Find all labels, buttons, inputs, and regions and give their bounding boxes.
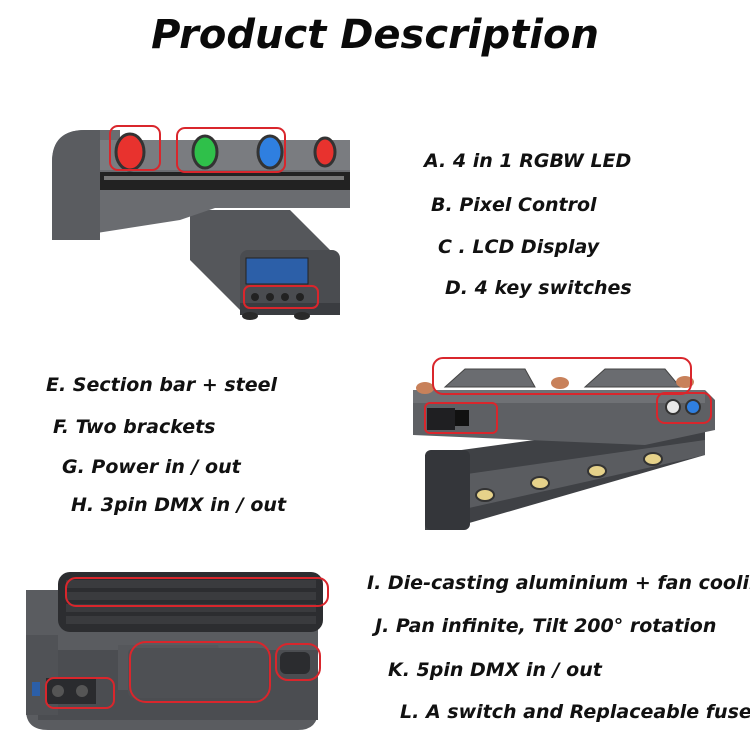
end-cap (52, 130, 100, 240)
bracket (443, 368, 536, 388)
highlight-box (45, 677, 115, 709)
key-switch (296, 293, 304, 301)
feature-k: K. 5pin DMX in / out (388, 659, 602, 681)
feature-e: E. Section bar + steel (46, 374, 278, 396)
led-green (191, 134, 219, 170)
highlight-box (109, 125, 161, 171)
feature-j: J. Pan infinite, Tilt 200° rotation (375, 615, 717, 637)
led-lens (587, 464, 607, 478)
product-image-side (26, 572, 329, 730)
led-blue (256, 134, 284, 170)
dmx-connector (280, 652, 310, 674)
product-image-rear (413, 357, 715, 530)
bracket-knob (676, 376, 694, 388)
highlight-box (275, 643, 321, 681)
highlight-box (424, 402, 498, 434)
dmx-connector (665, 399, 681, 415)
bracket (583, 368, 682, 388)
page-title: Product Description (151, 12, 599, 58)
feature-c: C . LCD Display (438, 236, 600, 258)
feature-g: G. Power in / out (62, 456, 241, 478)
feature-i: I. Die-casting aluminium + fan cooling (367, 572, 750, 594)
key-switch (251, 293, 259, 301)
feature-h: H. 3pin DMX in / out (71, 494, 287, 516)
dmx-connector (685, 399, 701, 415)
feature-d: D. 4 key switches (445, 277, 632, 299)
power-connector (427, 408, 455, 430)
key-switch (281, 293, 289, 301)
led-lens (643, 452, 663, 466)
feature-f: F. Two brackets (53, 416, 216, 438)
highlight-box (432, 357, 692, 395)
highlight-box (65, 577, 329, 607)
highlight-box (243, 285, 319, 309)
highlight-box (656, 392, 712, 424)
key-switch (266, 293, 274, 301)
bracket-knob (551, 377, 569, 389)
product-image-front (52, 125, 350, 320)
feature-l: L. A switch and Replaceable fuse (400, 701, 750, 723)
bracket-knob (416, 382, 434, 394)
led-red (114, 132, 146, 172)
led-lens (530, 476, 550, 490)
led-lens (475, 488, 495, 502)
highlight-box (176, 127, 286, 173)
highlight-box (129, 641, 271, 703)
led-red (313, 136, 337, 168)
feature-b: B. Pixel Control (431, 194, 597, 216)
feature-a: A. 4 in 1 RGBW LED (424, 150, 632, 172)
lcd-display (245, 257, 309, 285)
led-strip (100, 172, 350, 190)
